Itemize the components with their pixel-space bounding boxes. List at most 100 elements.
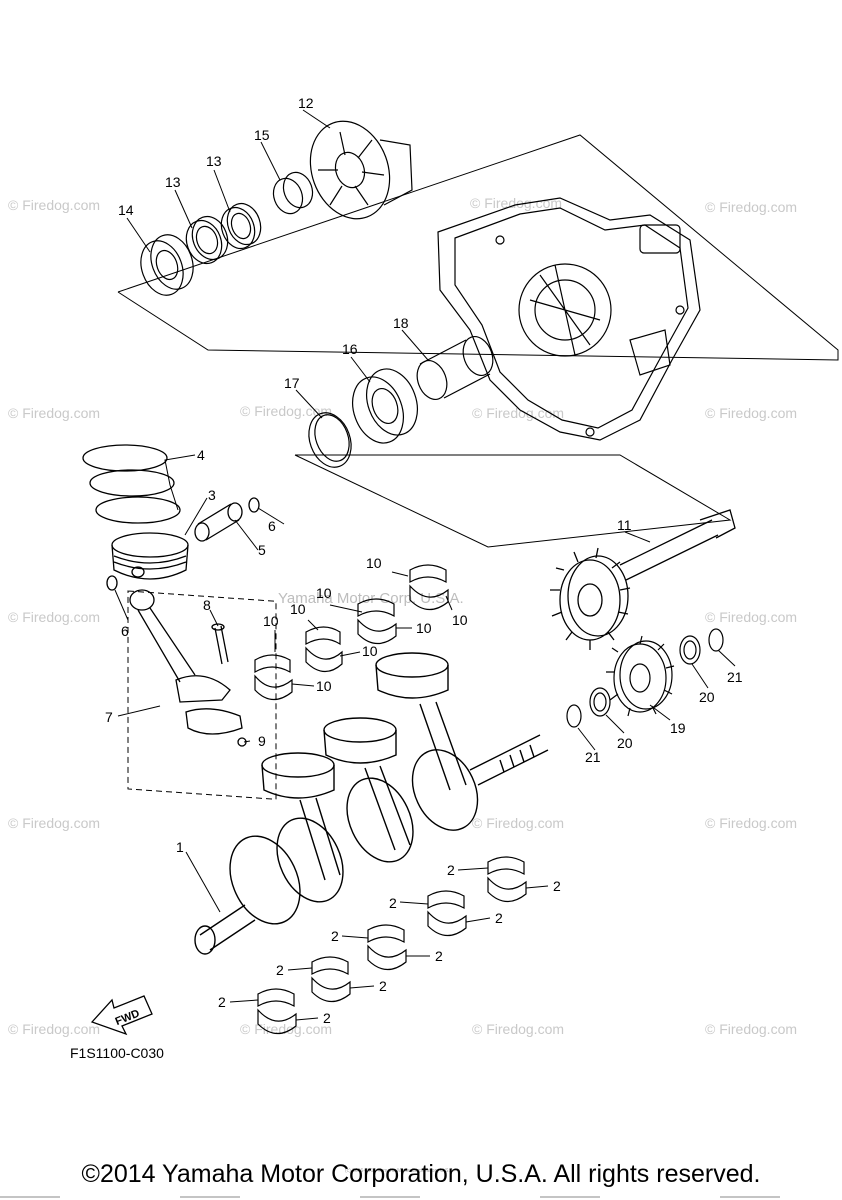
crank-webs (194, 749, 479, 955)
callout-10: 10 (316, 678, 332, 694)
callout-20: 20 (699, 689, 715, 705)
watermark: © Firedog.com (472, 1021, 564, 1037)
callout-12: 12 (298, 95, 314, 111)
callout-6: 6 (121, 623, 129, 639)
crank-output-spline (469, 734, 549, 786)
center-watermark: Yamaha Motor Corp. U.S.A. (278, 590, 464, 607)
circlip-21-right (708, 628, 724, 652)
watermark: © Firedog.com (470, 195, 562, 211)
collar-15 (272, 171, 314, 215)
callout-19: 19 (670, 720, 686, 736)
callout-3: 3 (208, 487, 216, 503)
watermark: © Firedog.com (240, 1021, 332, 1037)
tiny-watermark: (c) 2006-2016 Yamaha Motor Corporation, … (345, 1168, 455, 1174)
watermark: © Firedog.com (705, 609, 797, 625)
conrod-frame (127, 590, 277, 800)
callout-16: 16 (342, 341, 358, 357)
callout-2: 2 (447, 862, 455, 878)
washers-20-21 (566, 628, 724, 728)
watermark: © Firedog.com (705, 1021, 797, 1037)
callout-21: 21 (585, 749, 601, 765)
top-bearings (140, 120, 413, 296)
seal-13b (220, 202, 262, 250)
callout-11: 11 (617, 517, 632, 533)
callout-21: 21 (727, 669, 743, 685)
watermark: © Firedog.com (705, 815, 797, 831)
callouts: 12 15 13 13 14 18 16 17 4 3 6 5 6 8 7 9 … (105, 95, 743, 1026)
callout-13: 13 (206, 153, 222, 169)
piston-crown (111, 532, 189, 558)
circlip-21-left (566, 704, 582, 728)
callout-10: 10 (416, 620, 432, 636)
callout-17: 17 (284, 375, 300, 391)
watermark: © Firedog.com (472, 815, 564, 831)
callout-20: 20 (617, 735, 633, 751)
watermark: © Firedog.com (705, 405, 797, 421)
lower-frame (294, 454, 732, 548)
bearings-10 (254, 564, 449, 701)
watermark: © Firedog.com (8, 815, 100, 831)
callout-2: 2 (379, 978, 387, 994)
assembled-pistons (261, 652, 449, 799)
ring-top (82, 444, 168, 472)
bearing-14 (140, 234, 194, 296)
bearing-16 (352, 368, 418, 444)
callout-10: 10 (316, 585, 332, 601)
clip-6-left (106, 575, 118, 591)
watermark: © Firedog.com (8, 405, 100, 421)
washer-20-right (679, 635, 701, 665)
bottom-strip (0, 1196, 842, 1198)
watermarks: © Firedog.com © Firedog.com © Firedog.co… (8, 195, 797, 1174)
piston-pin-5 (194, 502, 243, 542)
callout-7: 7 (105, 709, 113, 725)
callout-10: 10 (362, 643, 378, 659)
callout-2: 2 (435, 948, 443, 964)
diagram-code: F1S1100-C030 (70, 1045, 164, 1061)
piston-group (82, 444, 260, 591)
upper-frame (117, 134, 839, 361)
callout-6: 6 (268, 518, 276, 534)
callout-8: 8 (203, 597, 211, 613)
assembled-rods (299, 701, 467, 881)
callout-13: 13 (165, 174, 181, 190)
ring-low (95, 496, 181, 524)
callout-2: 2 (389, 895, 397, 911)
explosion-frames (117, 134, 839, 800)
callout-10: 10 (290, 601, 306, 617)
gear-19 (606, 635, 675, 717)
callout-4: 4 (197, 447, 205, 463)
callout-5: 5 (258, 542, 266, 558)
callout-14: 14 (118, 202, 134, 218)
callout-18: 18 (393, 315, 409, 331)
callout-10: 10 (366, 555, 382, 571)
callout-2: 2 (323, 1010, 331, 1026)
crankcase-cover (437, 197, 701, 441)
callout-2: 2 (276, 962, 284, 978)
callout-15: 15 (254, 127, 270, 143)
mid-bearings (308, 336, 494, 468)
callout-2: 2 (553, 878, 561, 894)
copyright-notice: ©2014 Yamaha Motor Corporation, U.S.A. A… (81, 1160, 761, 1188)
watermark: © Firedog.com (8, 197, 100, 213)
ring-mid (89, 469, 175, 497)
washer-20-left (589, 687, 611, 717)
leader-lines (114, 109, 736, 1021)
output-shaft-11 (550, 509, 736, 650)
watermark: © Firedog.com (705, 199, 797, 215)
watermark: © Firedog.com (472, 405, 564, 421)
callout-2: 2 (495, 910, 503, 926)
seal-13a (185, 215, 229, 265)
clip-6-right (248, 497, 260, 513)
callout-9: 9 (258, 733, 266, 749)
callout-2: 2 (218, 994, 226, 1010)
callout-2: 2 (331, 928, 339, 944)
watermark: © Firedog.com (240, 403, 332, 419)
circlip-17 (308, 412, 352, 468)
watermark: © Firedog.com (8, 609, 100, 625)
callout-10: 10 (263, 613, 279, 629)
callout-10: 10 (452, 612, 468, 628)
coupling-12 (309, 120, 413, 220)
crankshaft-1 (194, 652, 549, 955)
conrod-7 (129, 589, 247, 747)
